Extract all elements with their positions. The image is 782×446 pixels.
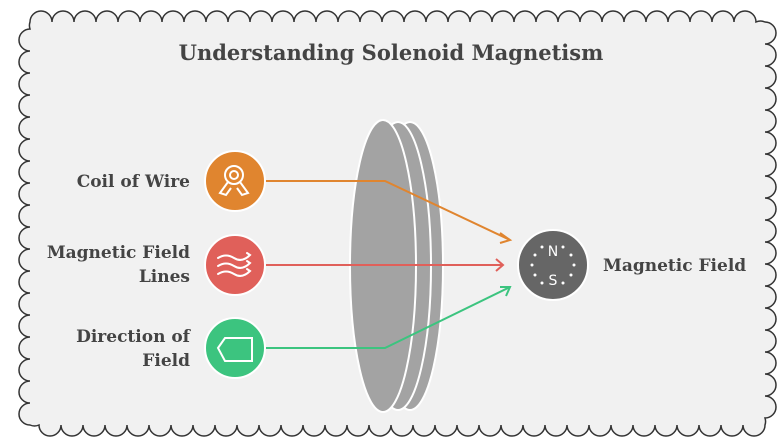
- compass-north: N: [548, 244, 558, 260]
- arrowhead-direction: [500, 286, 512, 297]
- arrowhead-coil: [499, 232, 513, 244]
- connector-coil: [265, 180, 511, 241]
- compass-south: S: [549, 273, 558, 289]
- label-line: Coil of Wire: [76, 172, 190, 192]
- diagram-title: Understanding Solenoid Magnetism: [178, 40, 604, 65]
- label-coil-of-wire: Coil of Wire: [77, 170, 190, 194]
- label-magnetic-field-lines: Magnetic Field Lines: [47, 241, 190, 289]
- connector-direction: [265, 286, 511, 349]
- compass-icon: N S: [517, 229, 589, 301]
- tag-direction-icon: [204, 317, 266, 379]
- label-line: Lines: [138, 267, 190, 287]
- label-direction-of-field: Direction of Field: [76, 325, 190, 373]
- wind-lines-icon: [204, 234, 266, 296]
- label-line: Field: [142, 351, 190, 371]
- label-line: Direction of: [76, 327, 190, 347]
- label-line: Magnetic Field: [46, 243, 190, 263]
- arrowhead-field-lines: [495, 258, 505, 272]
- award-ribbon-icon: [204, 150, 266, 212]
- label-magnetic-field-output: Magnetic Field: [603, 256, 747, 276]
